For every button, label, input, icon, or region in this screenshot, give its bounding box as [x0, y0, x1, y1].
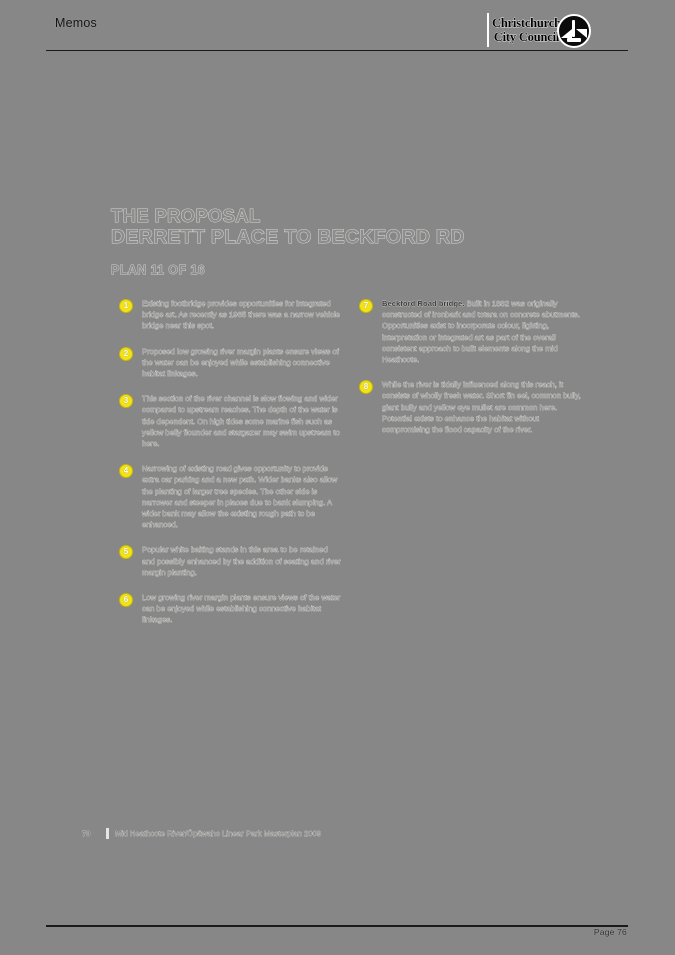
note-text: Beckford Road bridge. Built in 1882 was … [382, 298, 581, 365]
note-item: 6 Low growing river margin plants ensure … [119, 592, 341, 626]
footer-caption: Mid Heathcote River/Ōpāwaho Linear Park … [115, 829, 322, 839]
notes-column-right: 7 Beckford Road bridge. Built in 1882 was… [359, 298, 581, 449]
logo-divider [487, 13, 489, 47]
note-body: Built in 1882 was originally constructed… [382, 299, 580, 365]
logo-line-1: Christchurch [492, 15, 562, 30]
crest-wing-left [560, 29, 572, 38]
note-text: Narrowing of existing road gives opportu… [142, 464, 338, 530]
note-marker: 4 [119, 464, 133, 479]
logo-line-2: City Council [493, 29, 560, 44]
note-marker: 8 [359, 380, 373, 395]
note-item: 3 This section of the river channel is sl… [119, 393, 341, 449]
footer-bar [106, 828, 110, 839]
note-text: Popular white baiting stands in this are… [142, 545, 341, 577]
note-marker: 6 [119, 593, 133, 608]
note-marker: 7 [359, 299, 373, 313]
note-item: 7 Beckford Road bridge. Built in 1882 was… [359, 298, 581, 365]
note-item: 5 Popular white baiting stands in this ar… [119, 544, 341, 578]
note-marker: 1 [119, 299, 133, 313]
note-text: Existing footbridge provides opportuniti… [142, 299, 340, 331]
page-title-line-1: THE PROPOSAL [111, 205, 261, 226]
note-text: While the river is tidally influenced al… [382, 380, 581, 435]
header-title: Memos [55, 16, 97, 30]
page-title: THE PROPOSAL DERRETT PLACE TO BECKFORD R… [111, 205, 465, 249]
note-text: Low growing river margin plants ensure v… [142, 593, 341, 625]
note-item: 1 Existing footbridge provides opportunit… [119, 298, 341, 332]
note-item: 8 While the river is tidally influenced a… [359, 379, 581, 435]
header-divider [46, 50, 628, 51]
notes-column-left: 1 Existing footbridge provides opportunit… [119, 298, 341, 640]
christchurch-city-council-logo: Christchurch City Council [487, 13, 591, 48]
page-header: Memos Christchurch City Council [0, 0, 675, 62]
crest-wing-right [575, 29, 587, 38]
council-crest-icon [556, 14, 591, 48]
document-footer: 70 Mid Heathcote River/Ōpāwaho Linear Pa… [82, 828, 321, 839]
note-item: 2 Proposed low growing river margin plant… [119, 346, 341, 380]
plan-label: PLAN 11 OF 16 [111, 263, 206, 278]
viewer-page-number: Page 76 [593, 927, 627, 937]
logo-wordmark: Christchurch City Council [492, 14, 562, 45]
page-footer-divider [46, 925, 628, 927]
note-marker: 5 [119, 545, 133, 560]
note-marker: 3 [119, 394, 133, 409]
page-title-line-2: DERRETT PLACE TO BECKFORD RD [111, 226, 465, 249]
note-lead: Beckford Road bridge. [382, 299, 465, 308]
note-text: Proposed low growing river margin plants… [142, 346, 339, 379]
note-marker: 2 [119, 346, 133, 361]
crest-stem [572, 20, 576, 37]
note-text: This section of the river channel is slo… [142, 394, 340, 449]
footer-page-label: 70 [82, 829, 91, 839]
note-item: 4 Narrowing of existing road gives opport… [119, 463, 341, 530]
crest-base [566, 38, 581, 42]
